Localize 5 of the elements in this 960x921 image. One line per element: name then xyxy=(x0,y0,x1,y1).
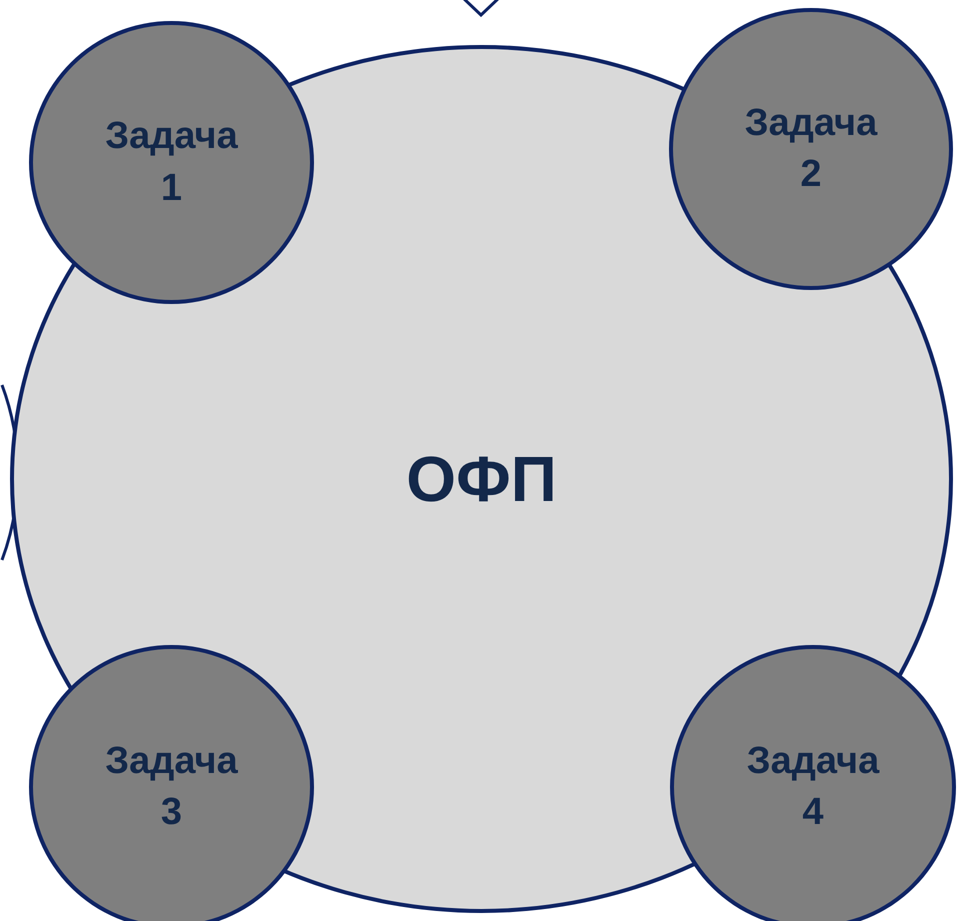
node-label: Задача 4 xyxy=(746,738,880,835)
node-label: ОФП xyxy=(406,442,557,517)
node-label: Задача 1 xyxy=(104,114,239,210)
node-label: Задача 2 xyxy=(744,100,878,197)
node-label: Задача 3 xyxy=(104,738,239,835)
